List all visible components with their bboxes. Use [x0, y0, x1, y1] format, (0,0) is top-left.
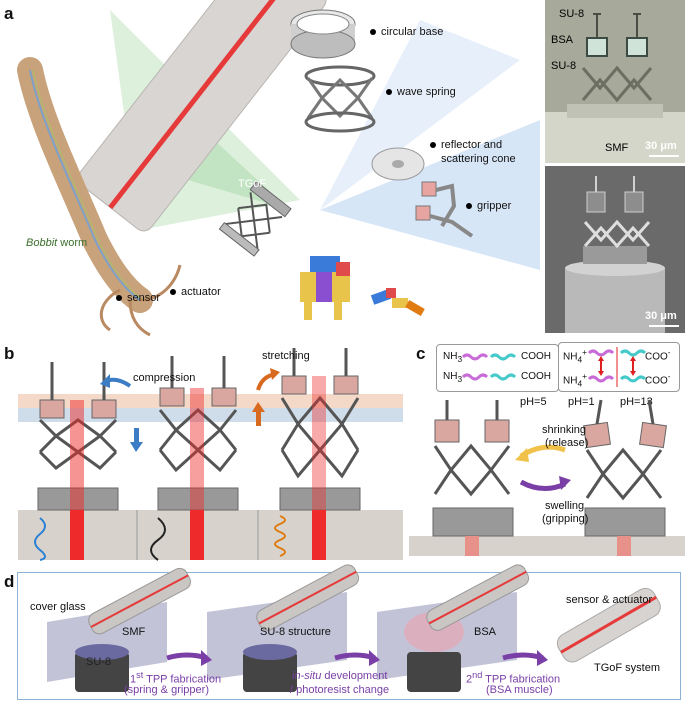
chem-nh4-top: NH4+	[563, 347, 587, 365]
ph13-label: pH=13	[620, 396, 653, 408]
tgof-label: TGoF	[238, 178, 267, 190]
chem-chains-ph1-ph13	[587, 347, 647, 387]
reflector-cone-part	[371, 147, 425, 181]
shrinking-label: shrinking	[542, 424, 587, 436]
step1-label-line2: (spring & gripper)	[124, 684, 209, 696]
blue-light-beam-2	[320, 20, 520, 210]
tgof-system-fiber	[556, 587, 661, 663]
tgof-fiber	[77, 0, 327, 232]
chem-coo-bottom: COO-	[645, 371, 671, 387]
photo-top-scale-text: 30 μm	[645, 140, 677, 152]
chem-cooh-top: COOH	[521, 351, 551, 362]
toy-blocks	[300, 256, 425, 320]
spring-at-tip	[218, 181, 292, 257]
release-label: (release)	[545, 437, 589, 449]
gripper-part	[415, 181, 474, 238]
tgof-system-label: TGoF system	[594, 662, 661, 674]
panel-a-illustration	[17, 0, 540, 337]
panel-letter-a: a	[4, 4, 14, 23]
photo-optical-structure	[545, 13, 685, 163]
down-arrow	[130, 442, 143, 452]
actuator-label: actuator	[170, 286, 221, 298]
gripper-structure-right	[583, 399, 667, 556]
photo-label-smf: SMF	[605, 142, 629, 154]
photo-label-su8-bottom: SU-8	[551, 60, 577, 72]
step1-label-line1: 1st TPP fabrication	[130, 670, 222, 686]
chem-nh3-top: NH3	[443, 351, 463, 364]
circular-base-part	[290, 9, 356, 59]
step3-label-line2: (BSA muscle)	[486, 684, 553, 696]
ph1-label: pH=1	[568, 396, 595, 408]
swelling-label: swelling	[545, 500, 585, 512]
chem-nh3-bottom: NH3	[443, 371, 463, 384]
gripper-label: gripper	[466, 200, 511, 212]
chem-chains-ph5	[461, 353, 517, 381]
smf-label: SMF	[122, 626, 146, 638]
wave-spring-label: wave spring	[386, 86, 456, 98]
panel-d-illustration	[47, 564, 661, 692]
spring-structure-stretched	[279, 348, 361, 560]
panel-b-illustration	[18, 348, 403, 561]
photo-sem-micrograph: 30 μm	[545, 166, 685, 333]
bobbit-worm	[17, 57, 182, 337]
chem-cooh-bottom: COOH	[521, 371, 551, 382]
gripping-label: (gripping)	[542, 513, 589, 525]
chem-box-ph1-ph13: NH4+ NH4+ COO- COO-	[558, 342, 680, 392]
stretching-label: stretching	[262, 350, 310, 362]
wave-spring-part	[304, 65, 376, 133]
gripping-arrow	[519, 479, 567, 491]
step3-label-line1: 2nd TPP fabrication	[466, 670, 561, 686]
photo-top-scalebar	[649, 155, 679, 157]
photo-optical-micrograph: SU-8 BSA SU-8 SMF 30 μm	[545, 0, 685, 163]
spring-structure-compressed	[37, 362, 119, 560]
bsa-label: BSA	[474, 626, 497, 638]
photo-sem-structure	[565, 176, 665, 333]
up-arrow	[252, 402, 265, 412]
sensor-actuator-label: sensor & actuator	[566, 594, 653, 606]
panel-letter-b: b	[4, 344, 15, 363]
wave-orange	[274, 515, 286, 557]
spring-structure-neutral	[157, 356, 239, 560]
photo-bottom-scale-text: 30 μm	[645, 310, 677, 322]
gripper-structure-left	[432, 400, 514, 556]
wave-blue	[34, 517, 46, 561]
panel-c-illustration	[409, 399, 685, 556]
reflector-label-2: scattering cone	[441, 153, 516, 165]
chem-box-ph5: NH3 COOH NH3 COOH	[436, 344, 559, 392]
circular-base-label: circular base	[370, 26, 443, 38]
reflector-label-1: reflector and	[430, 139, 502, 151]
ph5-label: pH=5	[520, 396, 547, 408]
compression-label: compression	[133, 372, 196, 384]
chem-nh4-bottom: NH4+	[563, 371, 587, 389]
photo-label-bsa: BSA	[551, 34, 574, 46]
panel-letter-c: c	[416, 344, 426, 363]
photo-bottom-scalebar	[649, 325, 679, 327]
cover-glass-label: cover glass	[30, 601, 86, 613]
wave-black	[150, 517, 166, 561]
chem-coo-top: COO-	[645, 347, 671, 363]
cover-glass-2	[207, 592, 347, 680]
photo-label-su8-top: SU-8	[559, 8, 585, 20]
sensor-label: sensor	[116, 292, 160, 304]
panel-letter-d: d	[4, 572, 15, 591]
step2-label-line1: in-situ development	[292, 670, 388, 682]
step2-label-line2: / photoresist change	[290, 684, 390, 696]
bobbit-worm-label: Bobbit worm	[26, 237, 88, 249]
su8-structure-label: SU-8 structure	[260, 626, 331, 638]
su8-label: SU-8	[86, 656, 112, 668]
